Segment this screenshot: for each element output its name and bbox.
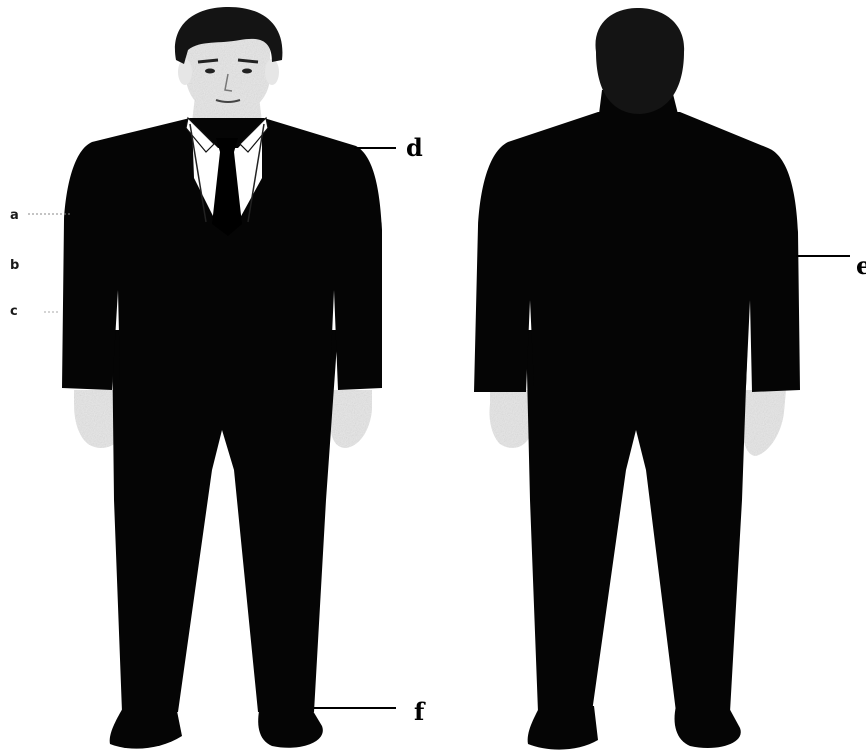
front-eye-left	[205, 69, 215, 74]
back-jacket	[474, 112, 800, 392]
label-d: d	[406, 133, 423, 162]
front-hand-right	[330, 390, 372, 448]
back-trousers	[526, 330, 748, 712]
back-shoe-left	[528, 706, 598, 750]
front-eyebrow-left	[198, 60, 218, 62]
front-eye-right	[242, 69, 252, 74]
label-f: f	[414, 697, 426, 726]
back-hand-right	[742, 390, 786, 456]
front-eyebrow-right	[238, 60, 258, 62]
label-e: e	[856, 251, 866, 280]
back-shoe-right	[675, 706, 741, 748]
front-ear-left	[178, 59, 192, 85]
back-hand-left	[489, 390, 532, 448]
label-a: a	[10, 208, 19, 223]
front-shoe-left	[110, 706, 182, 749]
front-figure	[62, 7, 382, 749]
label-b: b	[10, 258, 19, 273]
label-c: c	[10, 304, 18, 319]
front-shoe-right	[258, 706, 323, 748]
front-ear-right	[265, 59, 279, 85]
back-head	[595, 8, 684, 114]
back-figure	[474, 8, 800, 750]
front-trousers	[112, 330, 338, 712]
